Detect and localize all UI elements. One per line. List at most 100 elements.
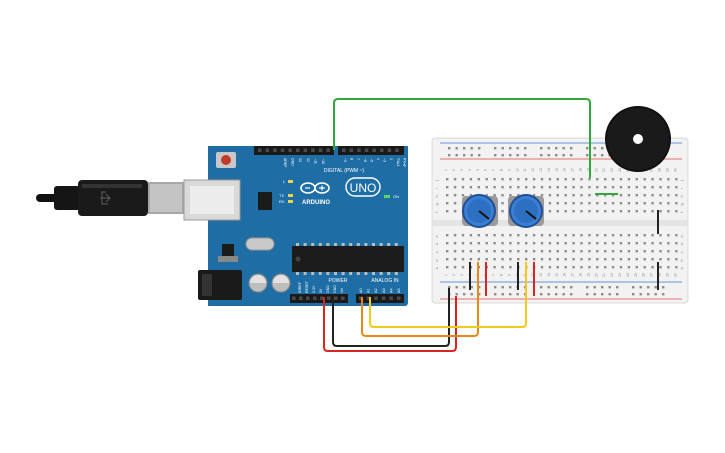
terminal-hole[interactable] [659,250,662,253]
header-pin[interactable] [349,148,354,153]
terminal-hole[interactable] [453,202,457,205]
terminal-hole[interactable] [611,202,615,205]
header-pin[interactable] [381,296,386,301]
terminal-hole[interactable] [659,194,662,197]
rail-hole[interactable] [448,147,451,150]
terminal-hole[interactable] [675,242,678,245]
terminal-hole[interactable] [580,250,583,253]
rail-hole[interactable] [593,147,596,150]
terminal-hole[interactable] [627,194,631,197]
power-header[interactable] [290,294,348,303]
rail-hole[interactable] [608,293,611,296]
terminal-hole[interactable] [627,234,631,237]
rail-hole[interactable] [570,286,573,289]
rail-hole[interactable] [570,147,573,150]
terminal-hole[interactable] [517,194,520,197]
terminal-hole[interactable] [517,250,520,253]
rail-hole[interactable] [463,286,466,289]
rail-hole[interactable] [601,147,604,150]
terminal-hole[interactable] [635,194,638,197]
rail-hole[interactable] [509,147,512,150]
terminal-hole[interactable] [651,202,654,205]
terminal-hole[interactable] [667,234,670,237]
wire-green-buzzer[interactable] [333,98,591,178]
terminal-hole[interactable] [659,186,662,189]
terminal-hole[interactable] [509,234,512,237]
terminal-hole[interactable] [588,186,591,189]
terminal-hole[interactable] [446,266,449,269]
rail-hole[interactable] [494,154,497,157]
terminal-hole[interactable] [651,210,654,213]
terminal-hole[interactable] [532,194,536,197]
terminal-hole[interactable] [611,250,615,253]
terminal-hole[interactable] [485,258,488,261]
rail-hole[interactable] [509,286,512,289]
header-pin[interactable] [320,296,324,301]
piezo-buzzer-icon[interactable] [605,106,671,172]
terminal-hole[interactable] [446,210,449,213]
terminal-hole[interactable] [501,194,504,197]
rail-hole[interactable] [593,293,596,296]
terminal-hole[interactable] [501,242,504,245]
header-pin[interactable] [280,148,285,153]
terminal-hole[interactable] [485,242,488,245]
rail-hole[interactable] [555,154,558,157]
rail-hole[interactable] [601,293,604,296]
rail-hole[interactable] [448,286,451,289]
rail-hole[interactable] [540,293,543,296]
terminal-hole[interactable] [619,258,623,261]
header-pin[interactable] [326,148,330,153]
terminal-hole[interactable] [635,234,638,237]
header-pin[interactable] [387,148,392,153]
terminal-hole[interactable] [604,234,607,237]
rail-hole[interactable] [601,286,604,289]
potentiometer-icon[interactable] [508,194,544,228]
terminal-hole[interactable] [446,258,449,261]
header-pin[interactable] [366,296,371,301]
terminal-hole[interactable] [564,258,567,261]
terminal-hole[interactable] [453,210,457,213]
terminal-hole[interactable] [659,178,662,181]
terminal-hole[interactable] [477,186,480,189]
terminal-hole[interactable] [619,178,623,181]
terminal-hole[interactable] [667,202,670,205]
header-pin[interactable] [357,148,361,153]
terminal-hole[interactable] [469,250,473,253]
terminal-hole[interactable] [453,258,457,261]
terminal-hole[interactable] [580,258,583,261]
terminal-hole[interactable] [627,266,631,269]
terminal-hole[interactable] [667,258,670,261]
terminal-hole[interactable] [619,194,623,197]
rail-hole[interactable] [586,154,589,157]
terminal-hole[interactable] [619,266,623,269]
rail-hole[interactable] [547,286,550,289]
rail-hole[interactable] [562,293,565,296]
rail-hole[interactable] [509,154,512,157]
terminal-hole[interactable] [540,250,544,253]
terminal-hole[interactable] [572,266,575,269]
rail-hole[interactable] [632,286,635,289]
terminal-hole[interactable] [675,250,678,253]
terminal-hole[interactable] [453,186,457,189]
terminal-hole[interactable] [564,186,567,189]
header-pin[interactable] [273,148,277,153]
header-pin[interactable] [318,148,323,153]
terminal-hole[interactable] [675,202,678,205]
rail-hole[interactable] [562,154,565,157]
terminal-hole[interactable] [477,178,480,181]
rail-hole[interactable] [455,147,458,150]
terminal-hole[interactable] [572,178,575,181]
terminal-hole[interactable] [461,234,465,237]
terminal-hole[interactable] [635,210,638,213]
terminal-hole[interactable] [493,250,496,253]
digital-header[interactable] [254,146,404,155]
terminal-hole[interactable] [446,234,449,237]
terminal-hole[interactable] [611,186,615,189]
terminal-hole[interactable] [635,258,638,261]
rail-hole[interactable] [639,286,642,289]
terminal-hole[interactable] [627,258,631,261]
terminal-hole[interactable] [509,258,512,261]
terminal-hole[interactable] [556,250,559,253]
terminal-hole[interactable] [643,202,646,205]
terminal-hole[interactable] [572,250,575,253]
